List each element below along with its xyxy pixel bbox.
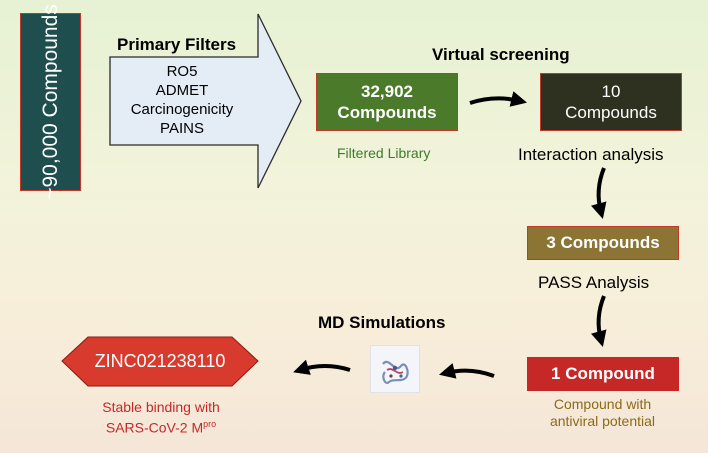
one-compound-caption-line1: Compound with [553, 396, 652, 412]
primary-filters-list: RO5 ADMET Carcinogenicity PAINS [112, 62, 252, 138]
final-hit-caption-line1: Stable binding with [102, 399, 220, 415]
primary-filter-arrow [109, 13, 302, 189]
filter-item: Carcinogenicity [130, 101, 234, 118]
final-hit-label-box: ZINC021238110 [62, 337, 258, 386]
primary-filters-title: Primary Filters [117, 35, 237, 54]
one-compound-box: 1 Compound [527, 357, 679, 391]
filtered-library-count: 32,902 [361, 82, 413, 101]
protein-ribbon-icon [382, 360, 409, 384]
arrow-ten-to-three [590, 167, 607, 219]
arrow-library-to-ten [469, 91, 528, 107]
final-hit-label: ZINC021238110 [94, 351, 226, 371]
ten-compounds-box: 10 Compounds [540, 73, 682, 131]
arrow-one-to-md [439, 363, 495, 379]
filter-item: ADMET [155, 82, 209, 99]
protein-structure-image [370, 345, 420, 393]
filter-item: RO5 [166, 63, 198, 80]
md-simulations-title: MD Simulations [318, 313, 446, 332]
virtual-screening-title: Virtual screening [432, 45, 570, 64]
one-compound-caption: Compound with antiviral potential [535, 396, 670, 430]
filtered-library-unit: Compounds [337, 103, 437, 122]
filtered-library-caption: Filtered Library [337, 145, 431, 161]
target-superscript: pro [203, 419, 217, 429]
ten-compounds-count: 10 [601, 82, 621, 101]
arrow-three-to-one [590, 295, 607, 347]
filter-item: PAINS [160, 120, 204, 137]
three-compounds-label: 3 Compounds [546, 233, 660, 252]
arrow-md-to-final [293, 359, 351, 375]
three-compounds-box: 3 Compounds [527, 226, 679, 260]
one-compound-caption-line2: antiviral potential [549, 413, 656, 429]
one-compound-label: 1 Compound [551, 364, 655, 383]
ten-compounds-unit: Compounds [565, 103, 657, 122]
filtered-library-box: 32,902 Compounds [316, 73, 458, 131]
target-name: SARS-CoV-2 M [105, 419, 204, 436]
interaction-analysis-label: Interaction analysis [518, 145, 664, 164]
start-compounds-label: ~90,000 Compounds [38, 4, 62, 200]
final-hit-caption: Stable binding with SARS-CoV-2 Mpro [80, 399, 242, 437]
final-hit-octagon [61, 336, 259, 387]
start-compounds-box: ~90,000 Compounds [20, 4, 81, 200]
final-hit-caption-line2: SARS-CoV-2 Mpro [80, 416, 242, 437]
pass-analysis-label: PASS Analysis [538, 273, 650, 292]
